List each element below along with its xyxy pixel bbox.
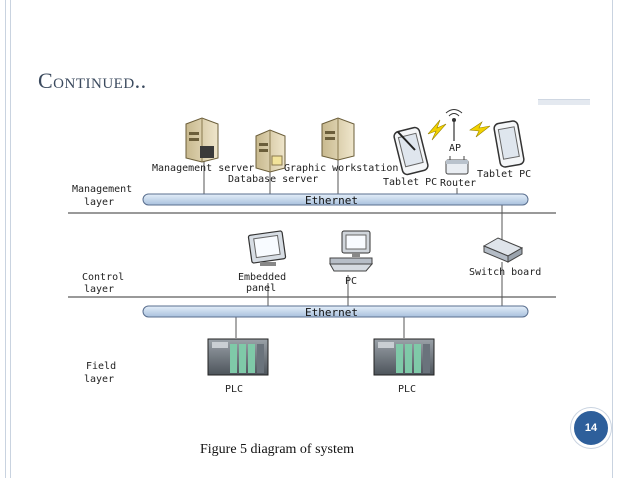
wireless-signal-right-icon [469, 121, 491, 138]
layer-field-line2: layer [84, 374, 114, 385]
router-label: Router [440, 178, 476, 189]
layer-control-line1: Control [82, 272, 124, 283]
frame-right-line [612, 0, 613, 478]
pc-label: PC [345, 276, 357, 287]
tablet-pc-right-label: Tablet PC [477, 169, 531, 180]
embedded-panel-label-line2: panel [246, 283, 276, 294]
wireless-signal-left-icon [427, 119, 447, 141]
management-server-icon [185, 117, 219, 163]
ap-label: AP [449, 143, 461, 154]
graphic-workstation-icon [321, 117, 355, 161]
database-server-icon [255, 129, 286, 173]
frame-left-line-inner [10, 0, 11, 478]
embedded-panel-icon [247, 230, 287, 266]
switch-board-icon [482, 237, 524, 263]
decorative-bar [538, 99, 590, 105]
tablet-pc-right-icon [493, 120, 525, 168]
layer-field-line1: Field [86, 361, 116, 372]
frame-left-line [5, 0, 6, 478]
access-point-icon [445, 109, 463, 141]
ethernet-bus-bottom: Ethernet [142, 305, 529, 319]
pc-icon [329, 230, 374, 272]
graphic-workstation-label: Graphic workstation [284, 163, 398, 174]
plc-left-icon [207, 338, 269, 376]
layer-management-line2: layer [84, 197, 114, 208]
ethernet-bus-top: Ethernet [142, 193, 529, 207]
layer-management-line1: Management [72, 184, 132, 195]
ethernet-label-top: Ethernet [305, 194, 358, 207]
plc-right-icon [373, 338, 435, 376]
router-icon [445, 156, 469, 175]
tablet-pc-left-icon [393, 126, 429, 176]
slide-title: Continued.. [38, 68, 147, 93]
database-server-label: Database server [228, 174, 318, 185]
plc-left-label: PLC [225, 384, 243, 395]
ethernet-label-bottom: Ethernet [305, 306, 358, 319]
management-server-label: Management server [152, 163, 254, 174]
plc-right-label: PLC [398, 384, 416, 395]
tablet-pc-left-label: Tablet PC [383, 177, 437, 188]
layer-control-line2: layer [84, 284, 114, 295]
page-number-badge: 14 [571, 408, 611, 448]
figure-caption: Figure 5 diagram of system [200, 442, 354, 457]
switch-board-label: Switch board [469, 267, 541, 278]
embedded-panel-label-line1: Embedded [238, 272, 286, 283]
